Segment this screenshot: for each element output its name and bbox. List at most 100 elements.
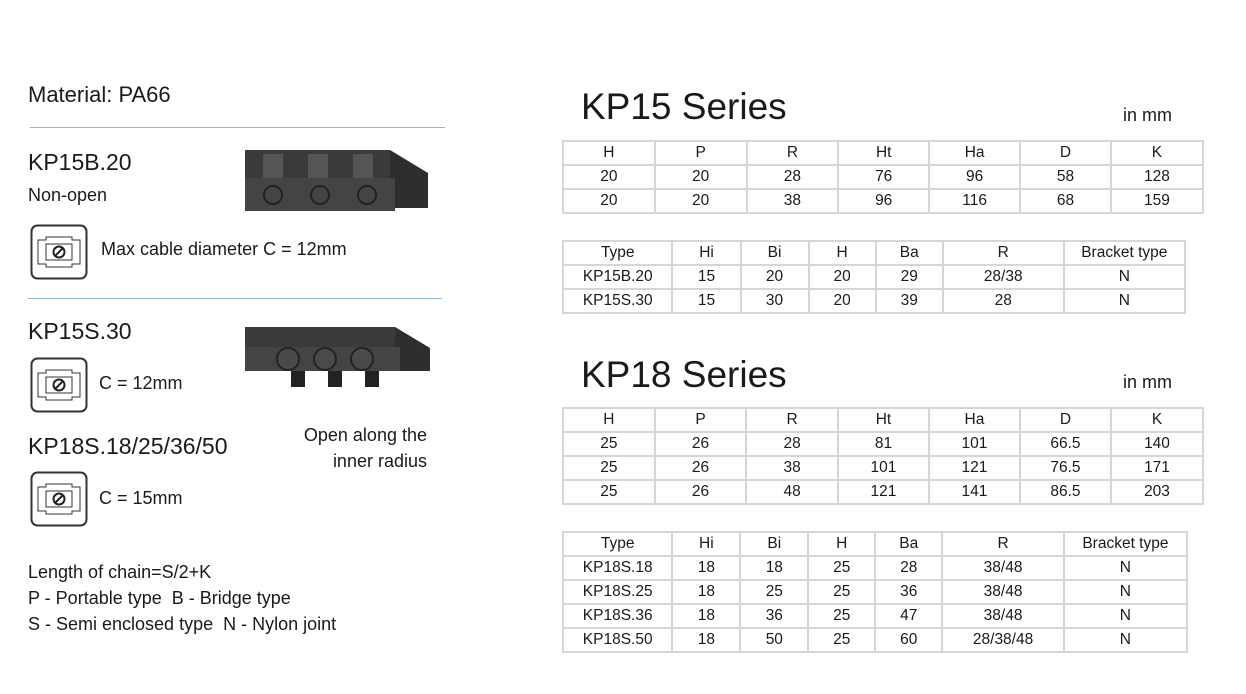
kp18-unit: in mm (1123, 372, 1172, 392)
kp15s-title: KP15S.30 (28, 318, 132, 344)
column-header: H (807, 240, 877, 266)
table-cell: 101 (836, 455, 930, 481)
cable-diameter-icon (30, 224, 88, 280)
table-cell: 25 (807, 603, 877, 629)
open-note-line2: inner radius (332, 451, 427, 471)
table-cell: KP15S.30 (561, 288, 674, 314)
table-cell: 38/48 (941, 579, 1065, 605)
table-cell: 203 (1110, 479, 1204, 505)
column-header: Bracket type (1062, 531, 1189, 557)
table-cell: 116 (928, 188, 1022, 214)
table-cell: 28/38/48 (941, 627, 1065, 653)
table-cell: 36 (874, 579, 944, 605)
table-cell: 26 (653, 455, 748, 481)
table-cell: 20 (562, 164, 656, 190)
column-header: Hi (671, 531, 742, 557)
table-cell: 18 (671, 603, 742, 629)
column-header: D (1019, 140, 1112, 166)
table-cell: N (1062, 264, 1187, 290)
table-cell: 101 (927, 431, 1021, 457)
table-cell: 25 (807, 579, 877, 605)
table-cell: 25 (562, 431, 656, 457)
table-cell: 20 (807, 288, 877, 314)
table-cell: KP18S.18 (561, 555, 674, 581)
table-cell: 121 (836, 479, 930, 505)
table-cell: 25 (739, 579, 810, 605)
column-header: P (653, 140, 748, 166)
column-header: Ha (927, 407, 1021, 433)
table-cell: 68 (1019, 188, 1112, 214)
divider (28, 298, 442, 299)
column-header: R (745, 407, 839, 433)
table-cell: 38 (745, 188, 840, 214)
table-cell: 48 (745, 479, 839, 505)
column-header: R (941, 531, 1065, 557)
column-header: Ht (836, 407, 930, 433)
table-cell: 38/48 (941, 555, 1065, 581)
table-cell: 25 (562, 479, 656, 505)
material-label: Material: PA66 (28, 82, 171, 107)
table-cell: 30 (739, 288, 810, 314)
column-header: Bracket type (1062, 240, 1187, 266)
cable-diameter-icon (30, 471, 88, 527)
kp18s-cable: C = 15mm (99, 488, 183, 508)
table-cell: 36 (739, 603, 810, 629)
column-header: K (1109, 140, 1205, 166)
table-cell: 47 (874, 603, 944, 629)
table-cell: N (1062, 288, 1187, 314)
table-cell: 128 (1109, 164, 1205, 190)
table-cell: 18 (671, 579, 742, 605)
column-header: R (941, 240, 1065, 266)
column-header: Hi (671, 240, 742, 266)
table-cell: 28 (745, 431, 839, 457)
table-cell: N (1062, 603, 1189, 629)
table-cell: 58 (1019, 164, 1112, 190)
column-header: Ha (928, 140, 1022, 166)
table-cell: 18 (739, 555, 810, 581)
column-header: H (807, 531, 877, 557)
table-cell: 26 (653, 479, 748, 505)
table-cell: 20 (653, 164, 748, 190)
column-header: Bi (739, 240, 810, 266)
table-cell: 15 (671, 288, 742, 314)
table-cell: N (1062, 555, 1189, 581)
table-cell: 20 (807, 264, 877, 290)
table-cell: 76.5 (1018, 455, 1113, 481)
divider (30, 127, 445, 128)
table-cell: KP15B.20 (561, 264, 674, 290)
table-cell: 18 (671, 555, 742, 581)
table-cell: 140 (1110, 431, 1204, 457)
table-cell: 50 (739, 627, 810, 653)
kp15b-cable: Max cable diameter C = 12mm (101, 239, 347, 259)
column-header: Type (561, 240, 674, 266)
table-cell: 159 (1109, 188, 1205, 214)
table-cell: 141 (927, 479, 1021, 505)
table-cell: 81 (836, 431, 930, 457)
table-cell: 86.5 (1018, 479, 1113, 505)
table-cell: 29 (874, 264, 944, 290)
table-cell: 96 (837, 188, 931, 214)
column-header: H (562, 140, 656, 166)
table-cell: 25 (807, 555, 877, 581)
note-line: P - Portable type B - Bridge type (28, 588, 291, 608)
table-cell: 28 (874, 555, 944, 581)
column-header: Bi (739, 531, 810, 557)
table-cell: 76 (837, 164, 931, 190)
table-cell: 96 (928, 164, 1022, 190)
kp18-series-title: KP18 Series (581, 354, 787, 395)
open-note-line1: Open along the (303, 425, 427, 445)
note-line: Length of chain=S/2+K (28, 562, 212, 582)
